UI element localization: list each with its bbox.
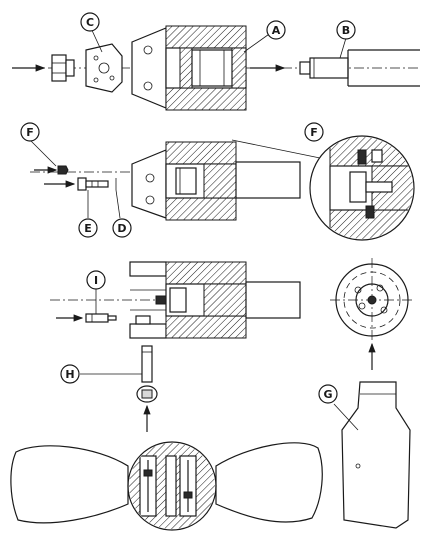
row-3-pin-assembly: I H [50,261,301,432]
callout-c-label: C [86,16,94,29]
propeller-blade-right [215,442,323,523]
callout-i-label: I [94,274,98,287]
callout-i-circle [86,270,106,290]
pin-part [85,313,117,323]
hub-section-view [131,25,247,111]
callout-g-circle [318,384,338,404]
callout-f-right-label: F [310,126,318,139]
nut-part [51,54,75,82]
propeller-assembled-view [10,441,323,531]
detail-leader-line [231,139,321,159]
washer-plate-part [85,43,123,93]
callout-d-circle [112,218,132,238]
callout-h-label: H [65,368,74,381]
callout-a-label: A [272,24,281,37]
callout-b-label: B [342,24,350,37]
callout-f-left-leader [29,139,57,167]
propeller-blade-part [341,381,411,529]
callout-b-leader [339,37,347,59]
callout-f-left-label: F [26,126,34,139]
shaft-part [299,49,420,87]
row-1-hub-and-shaft: C A B [12,12,420,111]
hub-section-view-2 [131,141,301,221]
callout-a-circle [266,20,286,40]
callout-g-leader [333,403,359,431]
callout-a-leader [243,31,273,53]
callout-e-circle [78,218,98,238]
propeller-hub-circle [127,441,217,531]
screw-part [77,177,109,191]
spring-clip-part [57,165,69,175]
callout-h-circle [60,364,80,384]
callout-d-leader [115,189,121,219]
callout-c-circle [80,12,100,32]
hub-front-view [330,258,414,340]
hub-section-view-3 [129,261,301,339]
callout-g-label: G [323,388,332,401]
detail-view-f [309,135,415,241]
row-2-locking-screw: F F E D [20,122,415,241]
propeller-blade-left [10,445,129,524]
propeller-hub-detail [129,443,215,529]
bolt-part [136,345,158,403]
callout-f-right-circle [304,122,324,142]
callout-d-label: D [117,222,126,235]
callout-b-circle [336,20,356,40]
callout-f-left-circle [20,122,40,142]
callout-e-label: E [84,222,92,235]
